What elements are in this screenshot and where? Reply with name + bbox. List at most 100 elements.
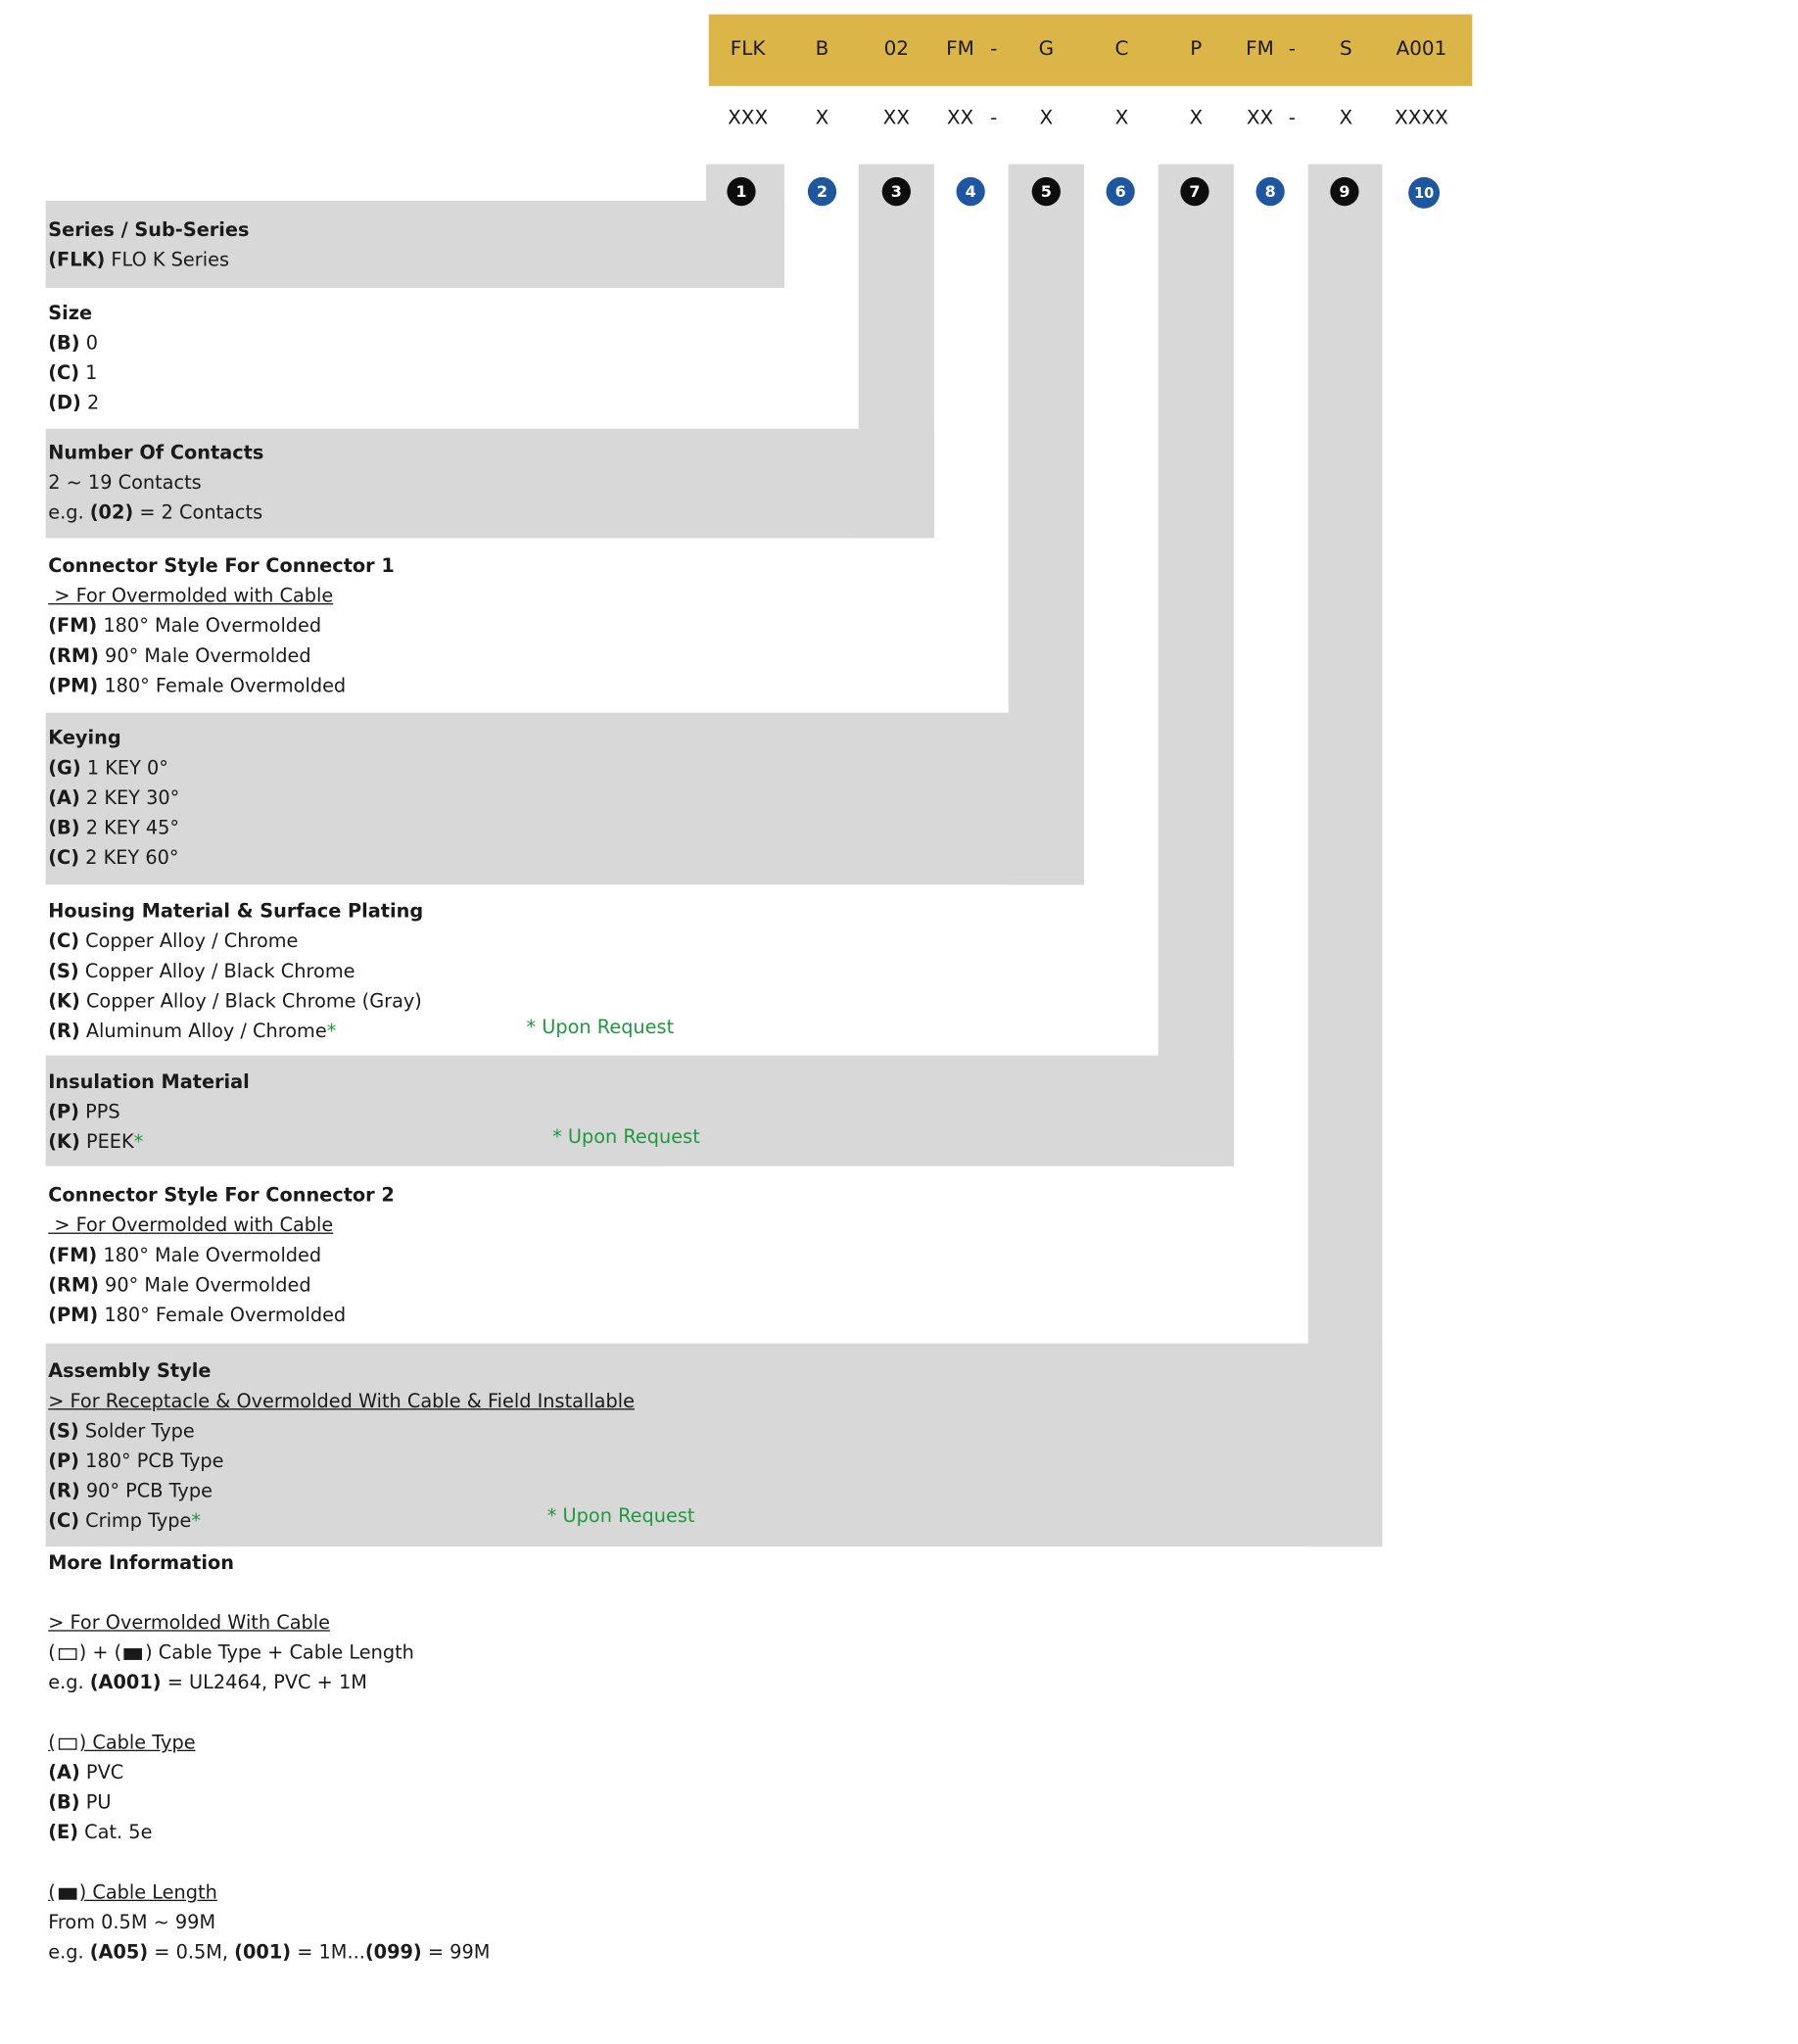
option-row: (RM) 90° Male Overmolded [48, 1271, 395, 1302]
badge-2: 2 [807, 176, 837, 207]
option-text: 90° Male Overmolded [105, 1275, 311, 1297]
placeholder-keying: X [1039, 105, 1054, 129]
code-header-bar [708, 14, 1473, 86]
option-row: (RM) 90° Male Overmolded [48, 642, 395, 673]
section-contacts: Number Of Contacts 2 ~ 19 Contacts e.g. … [48, 439, 263, 529]
option-text: PPS [85, 1102, 120, 1123]
code-connector2: FM [1246, 36, 1274, 61]
option-code: (A) [48, 787, 80, 810]
option-text: 180° Male Overmolded [103, 1245, 322, 1267]
spacer [48, 1849, 490, 1879]
section-subtitle: > For Receptacle & Overmolded With Cable… [48, 1391, 635, 1413]
example-text: = 99M [427, 1942, 491, 1964]
option-code: (RM) [48, 645, 99, 668]
option-text: Copper Alloy / Black Chrome [84, 961, 355, 983]
option-row: (C) Crimp Type* [48, 1507, 635, 1538]
empty-square-icon [58, 1647, 77, 1660]
section-title: Number Of Contacts [48, 443, 264, 464]
option-row: (K) Copper Alloy / Black Chrome (Gray) [48, 987, 423, 1018]
example-text: = 1M... [297, 1942, 365, 1964]
option-row: (FLK) FLO K Series [48, 246, 249, 276]
formula-end: ) Cable Type + Cable Length [145, 1642, 414, 1664]
option-code: (FM) [48, 616, 98, 638]
option-row: (A) PVC [48, 1759, 490, 1789]
option-row: (E) Cat. 5e [48, 1819, 490, 1849]
option-code: (C) [48, 848, 80, 870]
section-title: More Information [48, 1552, 235, 1575]
cable-formula: ( ) + ( ) Cable Type + Cable Length [48, 1640, 490, 1670]
option-row: (R) 90° PCB Type [48, 1478, 635, 1508]
option-text: 90° Male Overmolded [105, 645, 311, 668]
option-text: 1 [85, 363, 98, 385]
placeholder-dash-2: - [1288, 105, 1296, 129]
spacer [48, 1699, 490, 1730]
formula-open: ( [48, 1642, 56, 1664]
badge-10: 10 [1408, 176, 1441, 209]
example-code: (001) [234, 1942, 292, 1964]
example-text: = 2 Contacts [139, 502, 263, 524]
badge-4: 4 [956, 176, 985, 207]
section-connector2: Connector Style For Connector 2 > For Ov… [48, 1182, 395, 1332]
row-bg-series [45, 200, 784, 289]
placeholder-size: X [815, 105, 829, 129]
option-text: Aluminum Alloy / Chrome [85, 1022, 327, 1043]
formula-mid: ) + ( [78, 1642, 122, 1664]
option-code: (K) [48, 1132, 80, 1154]
row-bg-keying [45, 712, 1084, 885]
code-dash-1: - [990, 36, 998, 61]
option-text: PVC [85, 1763, 124, 1784]
badge-9: 9 [1330, 176, 1359, 207]
section-size: Size (B) 0 (C) 1 (D) 2 [48, 300, 99, 419]
option-text: 180° Female Overmolded [104, 676, 347, 697]
option-text: Solder Type [84, 1421, 195, 1443]
option-text: 0 [85, 333, 98, 355]
option-row: (B) 2 KEY 45° [48, 815, 179, 845]
option-code: (RM) [48, 1275, 99, 1297]
cable-length-range: From 0.5M ~ 99M [48, 1913, 216, 1934]
option-row: (P) 180° PCB Type [48, 1448, 635, 1478]
heading-open: ( [48, 1882, 56, 1904]
placeholder-connector1: XX [946, 105, 974, 129]
cable-example: e.g. (A001) = UL2464, PVC + 1M [48, 1669, 490, 1699]
heading-open: ( [48, 1733, 56, 1754]
code-size: B [815, 36, 829, 61]
option-row: (S) Copper Alloy / Black Chrome [48, 958, 423, 988]
section-keying: Keying (G) 1 KEY 0° (A) 2 KEY 30° (B) 2 … [48, 725, 179, 875]
heading-label: ) Cable Type [78, 1733, 196, 1754]
option-row: (G) 1 KEY 0° [48, 754, 179, 784]
row-bg-contacts [45, 428, 934, 539]
option-code: (FLK) [48, 250, 106, 271]
upon-request-note: * Upon Request [526, 1018, 675, 1039]
code-dash-2: - [1288, 36, 1296, 61]
option-row: (K) PEEK* [48, 1128, 250, 1159]
code-housing: C [1114, 36, 1129, 61]
section-more-info: More Information > For Overmolded With C… [48, 1549, 490, 1969]
upon-request-note: * Upon Request [546, 1505, 695, 1528]
spacer [48, 1579, 490, 1609]
section-title: Insulation Material [48, 1071, 250, 1094]
placeholder-contacts: XX [882, 105, 910, 129]
option-row: (C) Copper Alloy / Chrome [48, 927, 423, 958]
section-connector1: Connector Style For Connector 1 > For Ov… [48, 552, 395, 702]
request-star: * [133, 1132, 144, 1154]
code-keying: G [1038, 36, 1055, 61]
option-row: (R) Aluminum Alloy / Chrome* [48, 1018, 423, 1048]
section-title: Housing Material & Surface Plating [48, 901, 424, 923]
example-code: (099) [364, 1942, 422, 1964]
option-text: PEEK [85, 1132, 134, 1154]
option-code: (B) [48, 818, 80, 839]
section-housing: Housing Material & Surface Plating (C) C… [48, 898, 423, 1048]
option-row: (PM) 180° Female Overmolded [48, 672, 395, 702]
option-text: 1 KEY 0° [86, 758, 168, 780]
option-text: 2 KEY 60° [85, 848, 179, 870]
example-prefix: e.g. [48, 1673, 84, 1694]
request-star: * [191, 1511, 202, 1533]
option-code: (A) [48, 1763, 80, 1784]
example-text: = 0.5M, [154, 1942, 229, 1964]
placeholder-connector2: XX [1246, 105, 1274, 129]
section-title: Series / Sub-Series [48, 219, 250, 242]
option-text: 180° PCB Type [85, 1451, 224, 1473]
section-title: Connector Style For Connector 1 [48, 556, 395, 578]
option-code: (R) [48, 1481, 80, 1502]
option-text: PU [85, 1792, 112, 1814]
